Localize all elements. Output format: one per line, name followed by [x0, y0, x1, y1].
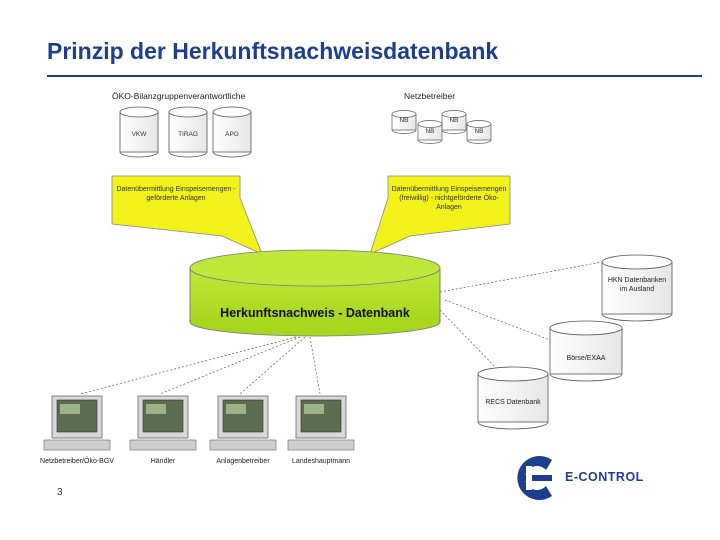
main-database: [189, 249, 441, 337]
hkn-db-label: HKN Datenbanken im Ausland: [607, 277, 667, 293]
oeko-cylinder-vkw: [119, 106, 159, 158]
page-title: Prinzip der Herkunftsnachweisdatenbank: [47, 38, 499, 64]
netz-label-4: NB: [474, 128, 484, 135]
oeko-group-label: ÖKO-Bilanzgruppenverantwortliche: [112, 91, 246, 101]
cylinder-label-tirag: TIRAG: [178, 131, 198, 138]
page-number: 3: [57, 487, 63, 498]
database-label: Herkunftsnachweis - Datenbank: [220, 306, 410, 320]
netz-cylinder-3: [417, 120, 443, 144]
terminal-2: [129, 395, 197, 451]
oeko-cylinder-tirag: [168, 106, 208, 158]
right-arrow-label: Datenübermittlung Einspeisemengen (freiw…: [391, 186, 507, 211]
boerse-label: Börse/EXAA: [566, 355, 606, 362]
terminal-label-4: Landeshauptmann: [292, 458, 350, 465]
netz-label-3: NB: [425, 128, 435, 135]
netz-label-1: NB: [399, 117, 409, 124]
cylinder-label-apg: APG: [225, 131, 239, 138]
terminal-1: [43, 395, 111, 451]
netz-cylinder-1: [391, 110, 417, 134]
oeko-cylinder-apg: [212, 106, 252, 158]
netz-cylinder-4: [466, 120, 492, 144]
left-arrow-label: Datenübermittlung Einspeisemengen - gefö…: [116, 186, 236, 202]
netz-label-2: NB: [449, 117, 459, 124]
hkn-db-cylinder: [601, 254, 673, 322]
terminal-label-3: Anlagenbetreiber: [216, 458, 270, 465]
boerse-cylinder: [549, 320, 623, 382]
title-rule: [47, 75, 702, 77]
cylinder-label-vkw: VKW: [131, 131, 147, 138]
connector-lines: [79, 261, 603, 395]
recs-label: RECS Datenbank: [485, 399, 541, 406]
terminal-label-1: Netzbetreiber/Öko-BGV: [40, 458, 114, 465]
netz-cylinder-2: [441, 110, 467, 134]
terminal-label-2: Händler: [150, 458, 176, 465]
e-control-logo-icon: [517, 456, 552, 501]
recs-cylinder: [477, 366, 549, 430]
terminal-4: [287, 395, 355, 451]
netz-group-label: Netzbetreiber: [404, 91, 456, 101]
brand-name: E-CONTROL: [565, 470, 644, 484]
terminal-3: [209, 395, 277, 451]
